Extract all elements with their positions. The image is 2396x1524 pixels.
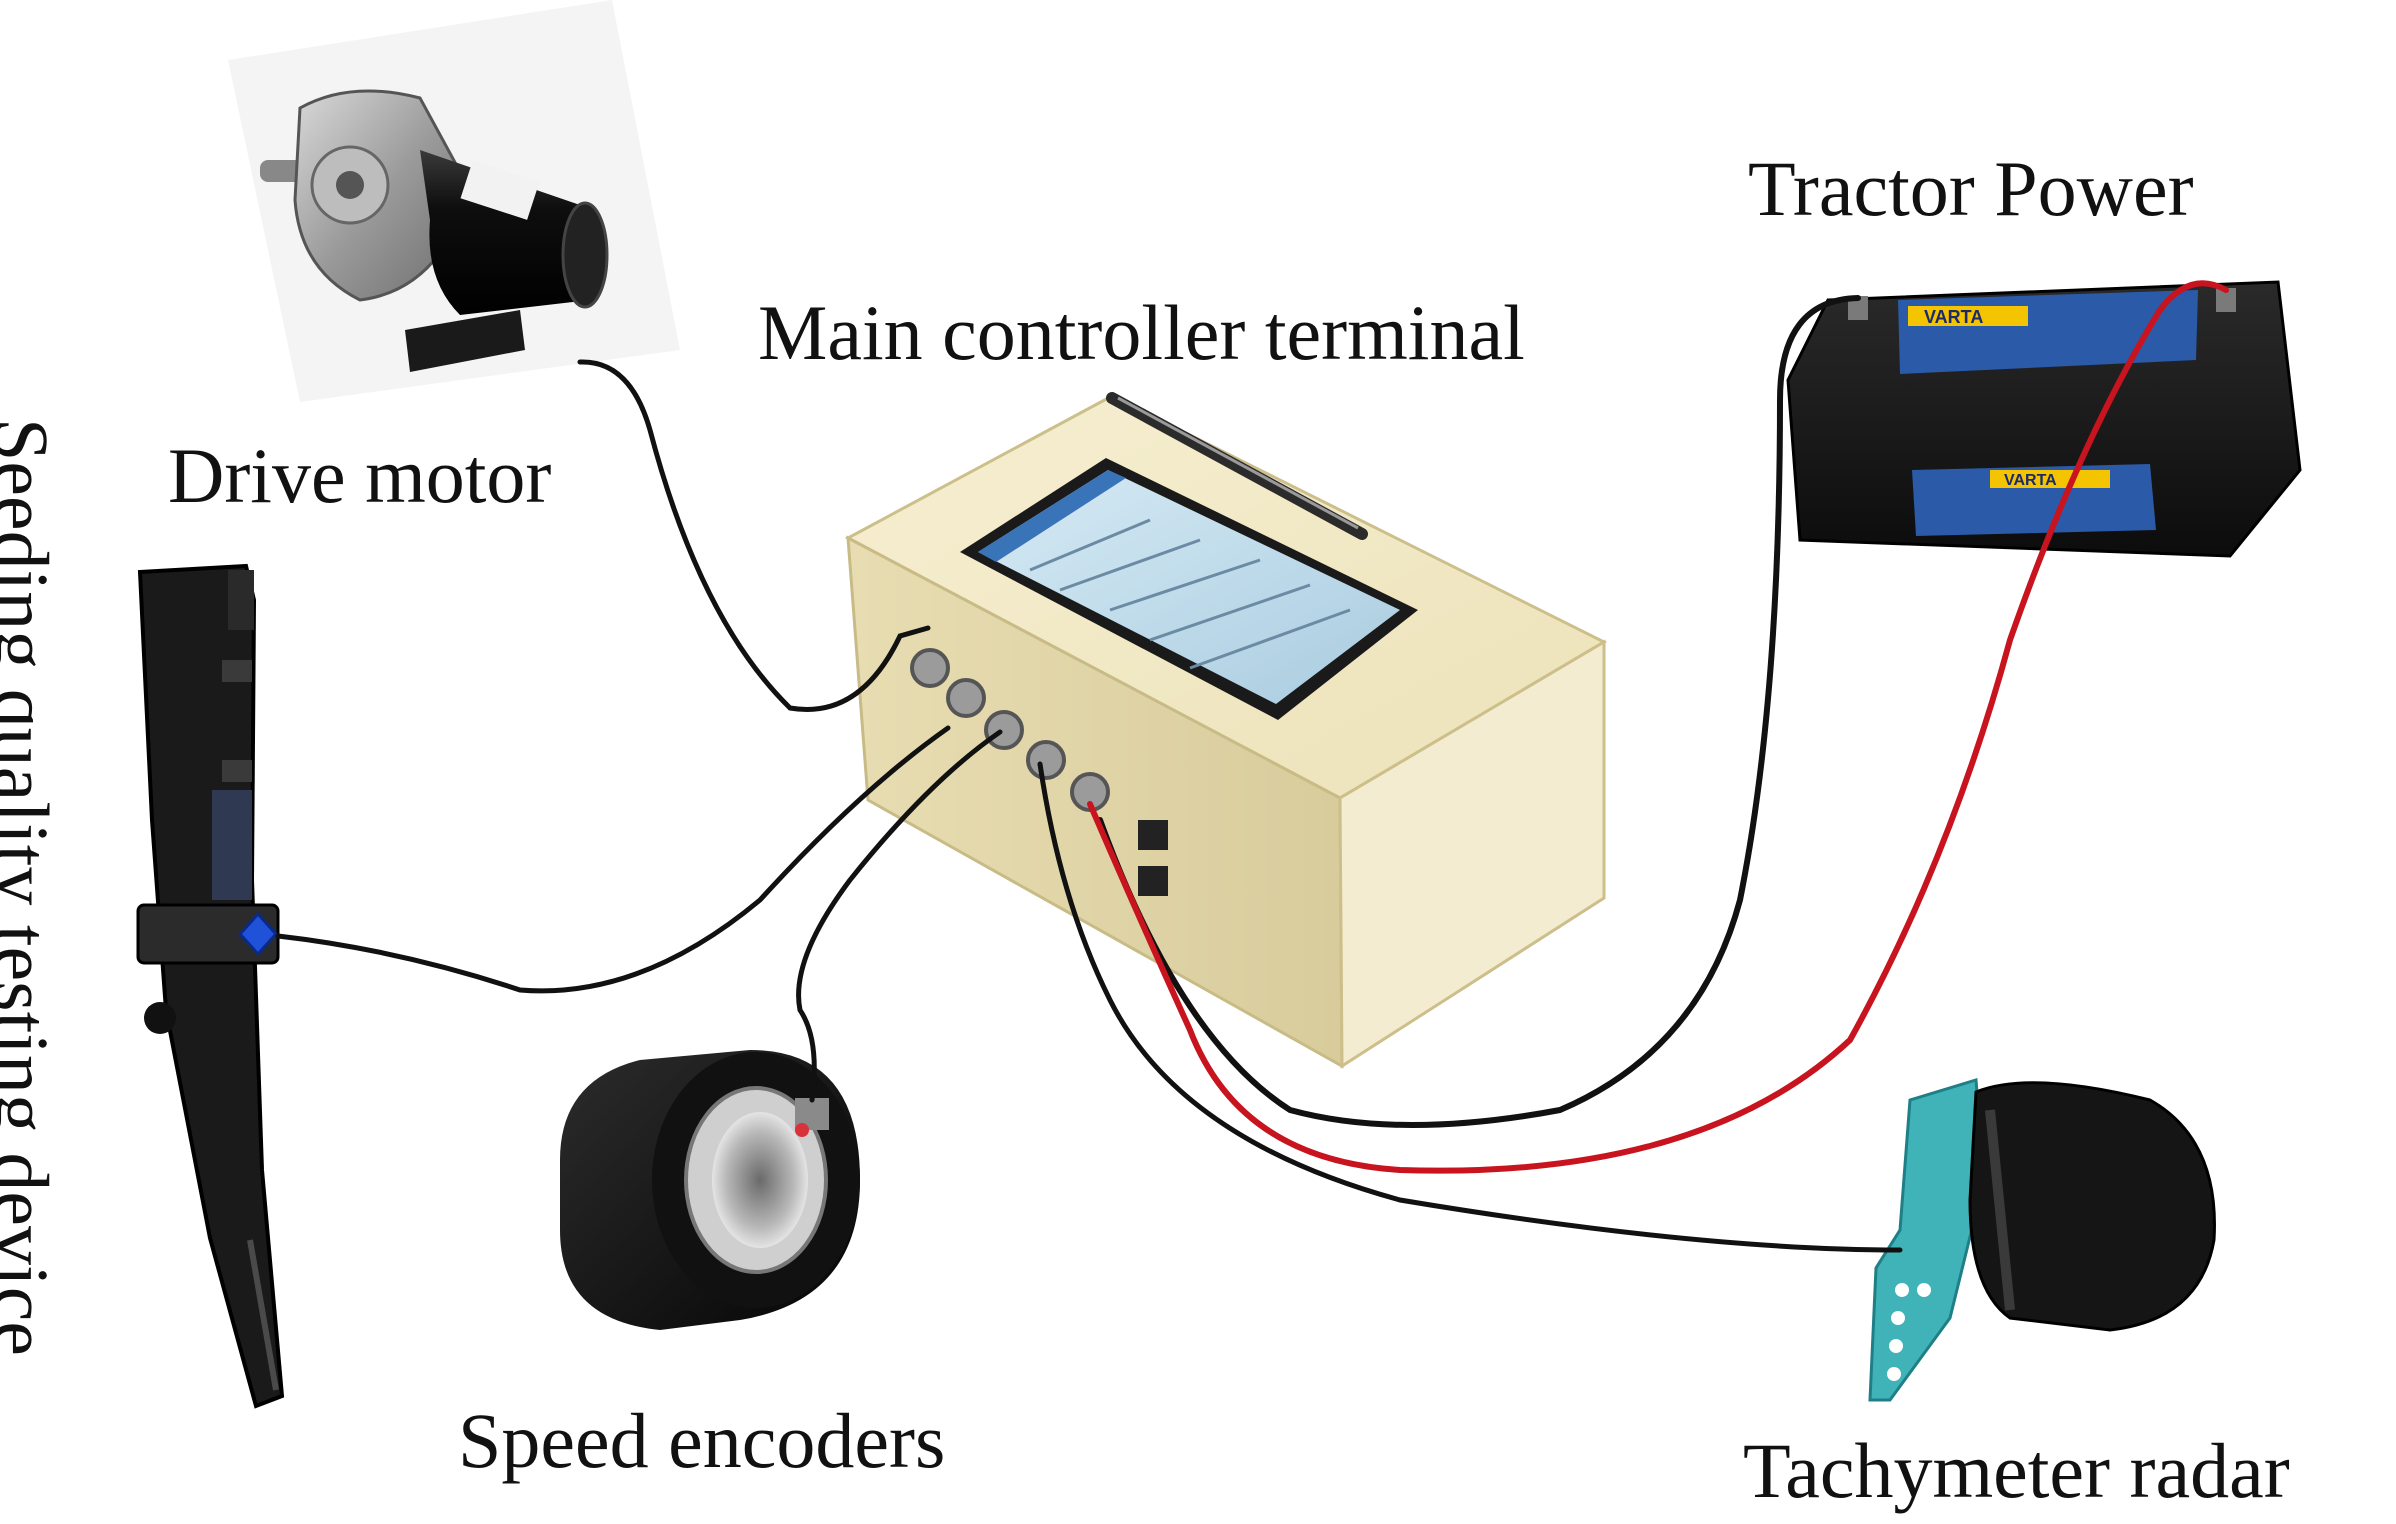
motor-gear-hub — [336, 171, 364, 199]
battery-terminal-positive — [2216, 288, 2236, 312]
battery-brand-strip — [1908, 306, 2028, 326]
label-main-controller: Main controller terminal — [758, 289, 1525, 376]
bracket-hole-5 — [1917, 1283, 1931, 1297]
cable-seeding-to-controller — [275, 725, 951, 994]
seeding-device-top-cap — [228, 570, 254, 630]
bracket-hole-2 — [1891, 1311, 1905, 1325]
label-speed-encoders: Speed encoders — [458, 1397, 946, 1484]
controller-screen-row-3 — [1109, 558, 1261, 612]
seeding-quality-device — [136, 563, 285, 1409]
controller-stylus — [1106, 392, 1368, 540]
speed-encoder — [560, 1050, 860, 1330]
seeding-device-body — [137, 563, 285, 1409]
controller-right-face — [1338, 639, 1606, 1069]
encoder-bore — [712, 1112, 808, 1248]
label-tachymeter-radar: Tachymeter radar — [1743, 1427, 2290, 1514]
cables — [275, 280, 2229, 1253]
seeding-device-knob — [144, 1002, 176, 1034]
seeding-device-clip-2 — [222, 760, 252, 782]
usb-port-1 — [1138, 820, 1168, 850]
label-drive-motor: Drive motor — [168, 432, 552, 519]
motor-endcap — [561, 201, 609, 309]
radar-bracket — [1868, 1078, 1986, 1402]
connector-4 — [1026, 740, 1066, 780]
battery-brand-text: VARTA — [1924, 307, 1983, 327]
connector-2 — [946, 678, 986, 718]
label-tractor-power: Tractor Power — [1748, 145, 2194, 232]
controller-screen-row-2 — [1059, 538, 1201, 592]
battery-front-brand-text: VARTA — [2004, 472, 2057, 489]
bracket-hole-3 — [1889, 1339, 1903, 1353]
cable-encoder-to-controller — [796, 729, 1003, 1103]
tachymeter-radar — [1868, 1078, 2216, 1402]
bracket-hole-1 — [1895, 1283, 1909, 1297]
battery-terminal-negative — [1848, 296, 1868, 320]
radar-dome-rim — [1985, 1109, 2015, 1311]
controller-screen-row-5 — [1189, 608, 1351, 670]
seeding-sensor-led — [237, 911, 279, 957]
seeding-device-pcb — [212, 790, 252, 900]
battery-top-label — [1898, 290, 2198, 374]
radar-bracket-holes — [1887, 1283, 1931, 1381]
controller-stylus-shine — [1117, 396, 1359, 530]
controller-screen-row-4 — [1149, 583, 1311, 642]
motor-mount-base — [405, 310, 525, 372]
controller-screen-row-1 — [1029, 518, 1151, 572]
motor-label-plate — [460, 160, 540, 220]
tractor-battery: VARTA VARTA — [1786, 280, 2302, 558]
cable-battery-positive — [1087, 280, 2229, 1174]
drive-motor — [228, 0, 680, 402]
controller-screen-titlebar — [978, 470, 1126, 562]
battery-front-brand-strip — [1990, 470, 2110, 488]
cable-radar-to-controller — [1037, 761, 1903, 1253]
label-seeding-device: Seeding quality testing device — [0, 418, 65, 1356]
cable-battery-negative — [1097, 295, 1861, 1128]
cable-motor-to-controller — [577, 359, 931, 712]
radar-dome — [1968, 1081, 2216, 1332]
controller-screen — [978, 470, 1400, 704]
connector-3 — [984, 710, 1024, 750]
usb-port-2 — [1138, 866, 1168, 896]
seeding-device-clip-1 — [222, 660, 252, 682]
main-controller — [844, 392, 1608, 1069]
encoder-screw — [795, 1123, 809, 1137]
seeding-device-edge-highlight — [247, 1239, 279, 1391]
connector-1 — [910, 648, 950, 688]
bracket-hole-4 — [1887, 1367, 1901, 1381]
